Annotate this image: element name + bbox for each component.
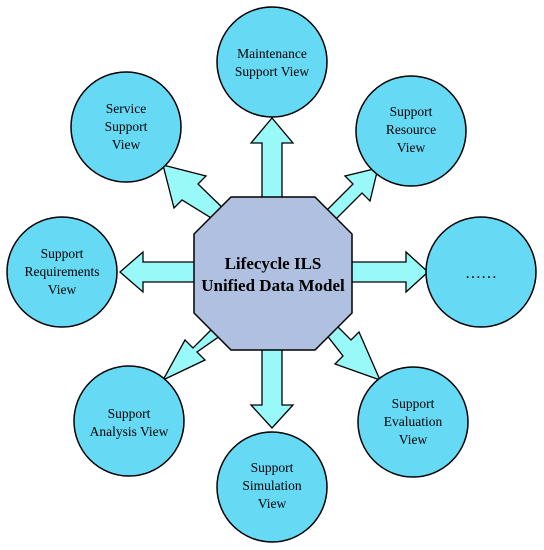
arrow-to-requirements-view (119, 250, 199, 294)
support-analysis-view-circle (73, 365, 185, 477)
evaluation-view-label-line1: Support (392, 396, 435, 411)
support-requirements-view-circle (6, 216, 118, 328)
service-view-label-line2: Support (105, 119, 148, 134)
arrow-to-simulation-view (249, 344, 295, 429)
more-views-label: …… (465, 265, 497, 282)
maintenance-view-label-line2: Support View (235, 64, 310, 79)
center-title-line2: Unified Data Model (201, 276, 345, 295)
analysis-view-label-line2: Analysis View (90, 424, 169, 439)
support-resource-view-node: Support Resource View (355, 75, 467, 187)
maintenance-support-view-node: Maintenance Support View (216, 6, 328, 118)
evaluation-view-label-line3: View (399, 432, 428, 447)
evaluation-view-label-line2: Evaluation (384, 414, 443, 429)
support-simulation-view-circle (216, 431, 328, 543)
analysis-view-label-line1: Support (108, 406, 151, 421)
service-support-view-node: Service Support View (70, 71, 182, 183)
support-evaluation-view-node: Support Evaluation View (357, 366, 469, 478)
service-view-label-line3: View (112, 137, 141, 152)
support-simulation-view-node: Support Simulation View (216, 431, 328, 543)
support-requirements-view-node: Support Requirements View (6, 216, 118, 328)
arrow-to-more-view (345, 250, 429, 294)
support-resource-view-circle (355, 75, 467, 187)
support-analysis-view-node: Support Analysis View (73, 365, 185, 477)
requirements-view-label-line3: View (48, 282, 77, 297)
central-node: Lifecycle ILS Unified Data Model (193, 196, 353, 351)
resource-view-label-line1: Support (390, 104, 433, 119)
more-views-circle (425, 216, 537, 328)
view-nodes: Maintenance Support View Support Resourc… (6, 6, 537, 543)
service-view-label-line1: Service (106, 101, 146, 116)
more-views-node: …… (425, 216, 537, 328)
resource-view-label-line3: View (397, 140, 426, 155)
simulation-view-label-line2: Simulation (242, 478, 302, 493)
requirements-view-label-line1: Support (41, 246, 84, 261)
support-evaluation-view-circle (357, 366, 469, 478)
maintenance-support-view-circle (216, 6, 328, 118)
center-octagon (193, 196, 353, 351)
service-support-view-circle (70, 71, 182, 183)
arrow-to-maintenance-view (249, 116, 295, 203)
center-title-line1: Lifecycle ILS (225, 254, 322, 273)
maintenance-view-label-line1: Maintenance (237, 46, 307, 61)
resource-view-label-line2: Resource (386, 122, 436, 137)
simulation-view-label-line1: Support (251, 460, 294, 475)
simulation-view-label-line3: View (258, 496, 287, 511)
requirements-view-label-line2: Requirements (25, 264, 100, 279)
